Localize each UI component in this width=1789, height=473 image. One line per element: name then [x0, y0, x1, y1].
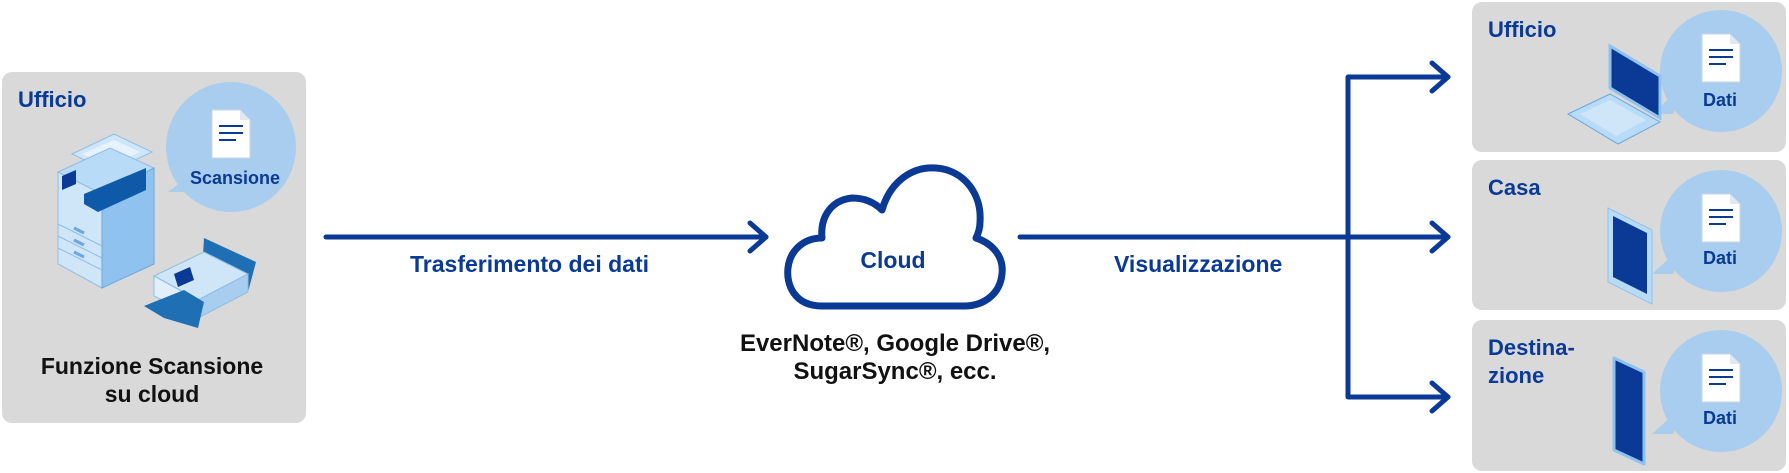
- smartphone-icon: [1612, 356, 1646, 466]
- arrow-head-travel: [1429, 380, 1451, 414]
- destination-panel-office: Ufficio Dati: [1472, 2, 1786, 152]
- data-bubble-home-label: Dati: [1702, 248, 1737, 268]
- destination-panel-travel: Destina- zione Dati: [1472, 320, 1786, 471]
- destination-home-label: Casa: [1488, 175, 1541, 200]
- source-panel: Ufficio Scansione Funzione Scan: [2, 72, 306, 423]
- transfer-arrow: [323, 220, 769, 254]
- bubble-tail-travel: [1652, 414, 1674, 434]
- document-icon-office: [1701, 33, 1741, 83]
- transfer-label: Trasferimento dei dati: [410, 251, 650, 277]
- source-location-label: Ufficio: [18, 87, 87, 112]
- cloud-services-line1: EverNote®, Google Drive®,: [739, 330, 1051, 357]
- document-icon: [211, 109, 251, 159]
- cloud-services-line2: SugarSync®, ecc.: [793, 358, 997, 385]
- destination-office-label: Ufficio: [1488, 17, 1557, 42]
- transfer-arrow-head: [747, 220, 769, 254]
- document-icon-home: [1701, 193, 1741, 243]
- source-caption-line2: su cloud: [104, 381, 200, 407]
- arrow-head-office: [1429, 60, 1451, 94]
- document-scanner-icon: [144, 238, 256, 328]
- scan-bubble-label: Scansione: [189, 168, 281, 188]
- bubble-tail-home: [1652, 254, 1674, 274]
- bubble-tail: [168, 172, 194, 192]
- multifunction-printer-icon: [56, 133, 156, 289]
- view-arrows: [1017, 60, 1451, 414]
- document-icon-travel: [1701, 353, 1741, 403]
- destination-travel-label-line2: zione: [1488, 363, 1545, 388]
- source-caption-line1: Funzione Scansione: [40, 353, 264, 379]
- destination-travel-label-line1: Destina-: [1488, 335, 1575, 360]
- laptop-icon: [1566, 43, 1662, 145]
- arrow-head-home: [1429, 220, 1451, 254]
- data-bubble-office-label: Dati: [1702, 90, 1737, 110]
- destination-panel-home: Casa Dati: [1472, 160, 1786, 310]
- cloud-label: Cloud: [860, 247, 926, 273]
- view-label: Visualizzazione: [1114, 251, 1283, 277]
- cloud-icon: [784, 164, 1006, 310]
- data-bubble-travel-label: Dati: [1702, 408, 1737, 428]
- tablet-icon: [1607, 207, 1653, 305]
